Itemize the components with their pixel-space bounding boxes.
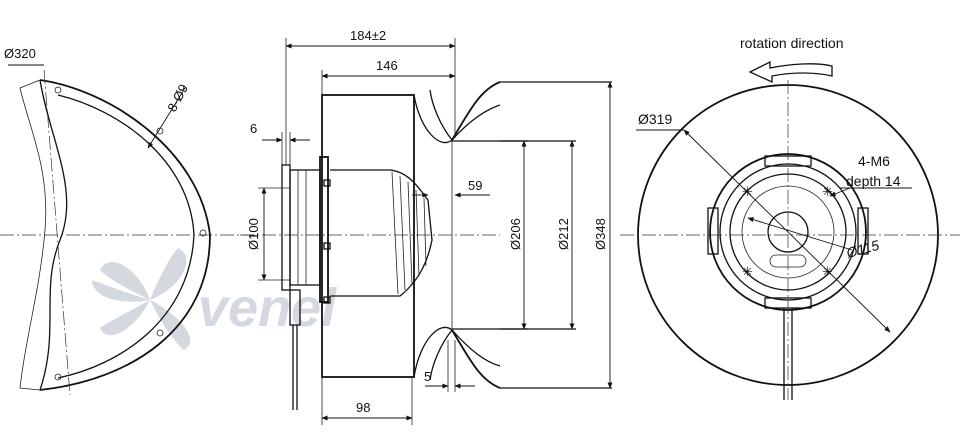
flange-hole [156, 329, 164, 337]
watermark-logo: venel [92, 248, 337, 350]
motor-flange [281, 164, 291, 291]
front-view: ✳ ✳ ✳ ✳ rotation direction Ø319 4-M6 dep… [620, 35, 960, 400]
dim-d206: Ø206 [508, 218, 523, 250]
fan-blade-watermark-icon [92, 248, 191, 350]
inlet-ring-top-inner [451, 104, 501, 141]
mount-hole-marker: ✳ [822, 264, 833, 279]
dim-d319: Ø319 [638, 111, 672, 127]
rotor-fin-lines [391, 171, 427, 295]
rotation-label: rotation direction [740, 35, 844, 51]
flange-cut-edge [19, 79, 47, 391]
bolt-bottom [323, 296, 331, 304]
dim-d100: Ø100 [246, 218, 261, 250]
dim-d320: Ø320 [4, 46, 36, 61]
cable-gland [289, 289, 301, 326]
impeller-backplate [321, 94, 415, 378]
dim-w146: 146 [376, 58, 398, 73]
flange-hole [54, 86, 62, 94]
bolt-bottom [323, 242, 331, 250]
holes-leader [147, 87, 186, 149]
bolt-top [323, 179, 331, 187]
d319-line [683, 129, 891, 333]
m6-arrow [829, 187, 851, 197]
motor-rotor-fins [330, 169, 433, 297]
flange-plate-view: Ø320 8-Ø9 [0, 46, 255, 396]
flange-center-vertical [43, 69, 71, 396]
dim-w59: 59 [468, 178, 482, 193]
dim-d212: Ø212 [556, 218, 571, 250]
inlet-ring-bottom [451, 329, 501, 389]
motor-body [289, 169, 321, 286]
dim-w5: 5 [424, 369, 431, 384]
dim-w184: 184±2 [350, 28, 386, 43]
impeller-top-blade [413, 89, 453, 144]
flange-cut-line [39, 79, 68, 391]
rotation-arrow-icon [748, 60, 833, 84]
mount-hole-marker: ✳ [742, 184, 753, 199]
d115-line [747, 217, 853, 251]
dim-w6: 6 [250, 121, 257, 136]
dim-holes: 8-Ø9 [164, 82, 191, 115]
inlet-ring-bottom-inner [451, 329, 501, 367]
flange-hole [54, 373, 62, 381]
mount-hole-marker: ✳ [742, 264, 753, 279]
dim-depth: depth 14 [846, 173, 901, 189]
inlet-ring-top [451, 81, 501, 141]
mount-hole-marker: ✳ [822, 184, 833, 199]
dim-m6: 4-M6 [858, 153, 890, 169]
flange-hole [199, 229, 207, 237]
side-view: 184±2 146 6 Ø100 59 Ø206 Ø212 Ø348 5 98 [240, 28, 613, 425]
dim-d348: Ø348 [593, 218, 608, 250]
dim-w98: 98 [356, 400, 370, 415]
impeller-bottom-blade [413, 326, 453, 381]
watermark-text: venel [198, 278, 337, 338]
